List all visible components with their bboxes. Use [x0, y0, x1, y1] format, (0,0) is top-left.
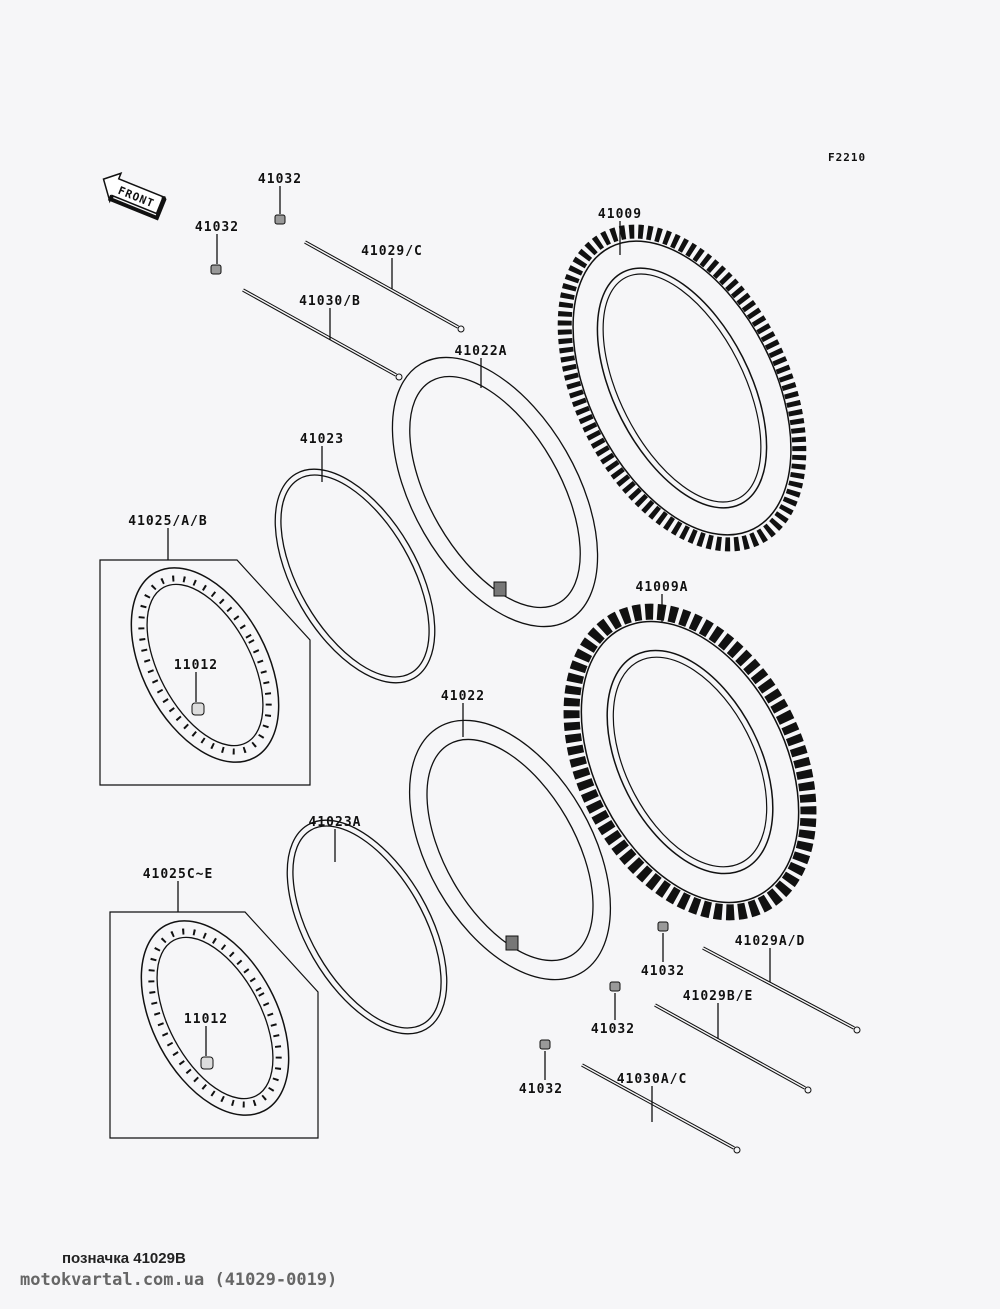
label-41032: 41032	[641, 964, 685, 979]
spoke-41029c	[304, 240, 465, 333]
tube-valve-icon	[505, 935, 519, 951]
label-41009: 41009	[598, 207, 642, 222]
label-41032: 41032	[195, 220, 239, 235]
nipple-icon	[191, 702, 205, 716]
label-41023: 41023	[300, 432, 344, 447]
tire-41009a	[563, 603, 817, 921]
spoke-41029ad	[702, 946, 861, 1034]
caption: позначка 41029B	[62, 1250, 186, 1267]
spoke-41030ac	[581, 1063, 741, 1154]
rim-band-41023a	[286, 819, 448, 1035]
front-arrow-icon: FRONT	[102, 172, 167, 221]
tube-valve-icon	[493, 581, 507, 597]
rim-group-box	[109, 911, 319, 1139]
valve-nipple-icon	[539, 1039, 551, 1050]
spoke-41030b	[242, 288, 403, 381]
label-41030ac: 41030A/C	[617, 1072, 688, 1087]
nipple-icon	[200, 1056, 214, 1070]
label-41032: 41032	[591, 1022, 635, 1037]
label-41023a: 41023A	[309, 815, 362, 830]
label-41025ab: 41025/A/B	[128, 514, 207, 529]
label-41022: 41022	[441, 689, 485, 704]
label-41032: 41032	[258, 172, 302, 187]
label-41029c: 41029/C	[361, 244, 423, 259]
valve-nipple-icon	[210, 264, 222, 275]
label-41030b: 41030/B	[299, 294, 361, 309]
rim-band-41023	[274, 468, 436, 684]
valve-nipple-icon	[657, 921, 669, 932]
label-11012: 11012	[184, 1012, 228, 1027]
label-41032: 41032	[519, 1082, 563, 1097]
label-41025ce: 41025C~E	[143, 867, 214, 882]
label-11012: 11012	[174, 658, 218, 673]
valve-nipple-icon	[274, 214, 286, 225]
site-watermark: motokvartal.com.ua (41029-0019)	[20, 1270, 338, 1290]
valve-nipple-icon	[609, 981, 621, 992]
label-41009a: 41009A	[636, 580, 689, 595]
label-41022a: 41022A	[455, 344, 508, 359]
tube-41022a	[391, 356, 599, 628]
tube-41022	[408, 719, 612, 981]
leader-lines	[167, 186, 771, 1122]
spoke-41029be	[654, 1003, 812, 1094]
tire-41009	[557, 224, 807, 552]
label-41029be: 41029B/E	[683, 989, 754, 1004]
diagram-code: F2210	[828, 151, 866, 164]
label-41029ad: 41029A/D	[735, 934, 806, 949]
rim-group-box	[99, 559, 311, 786]
